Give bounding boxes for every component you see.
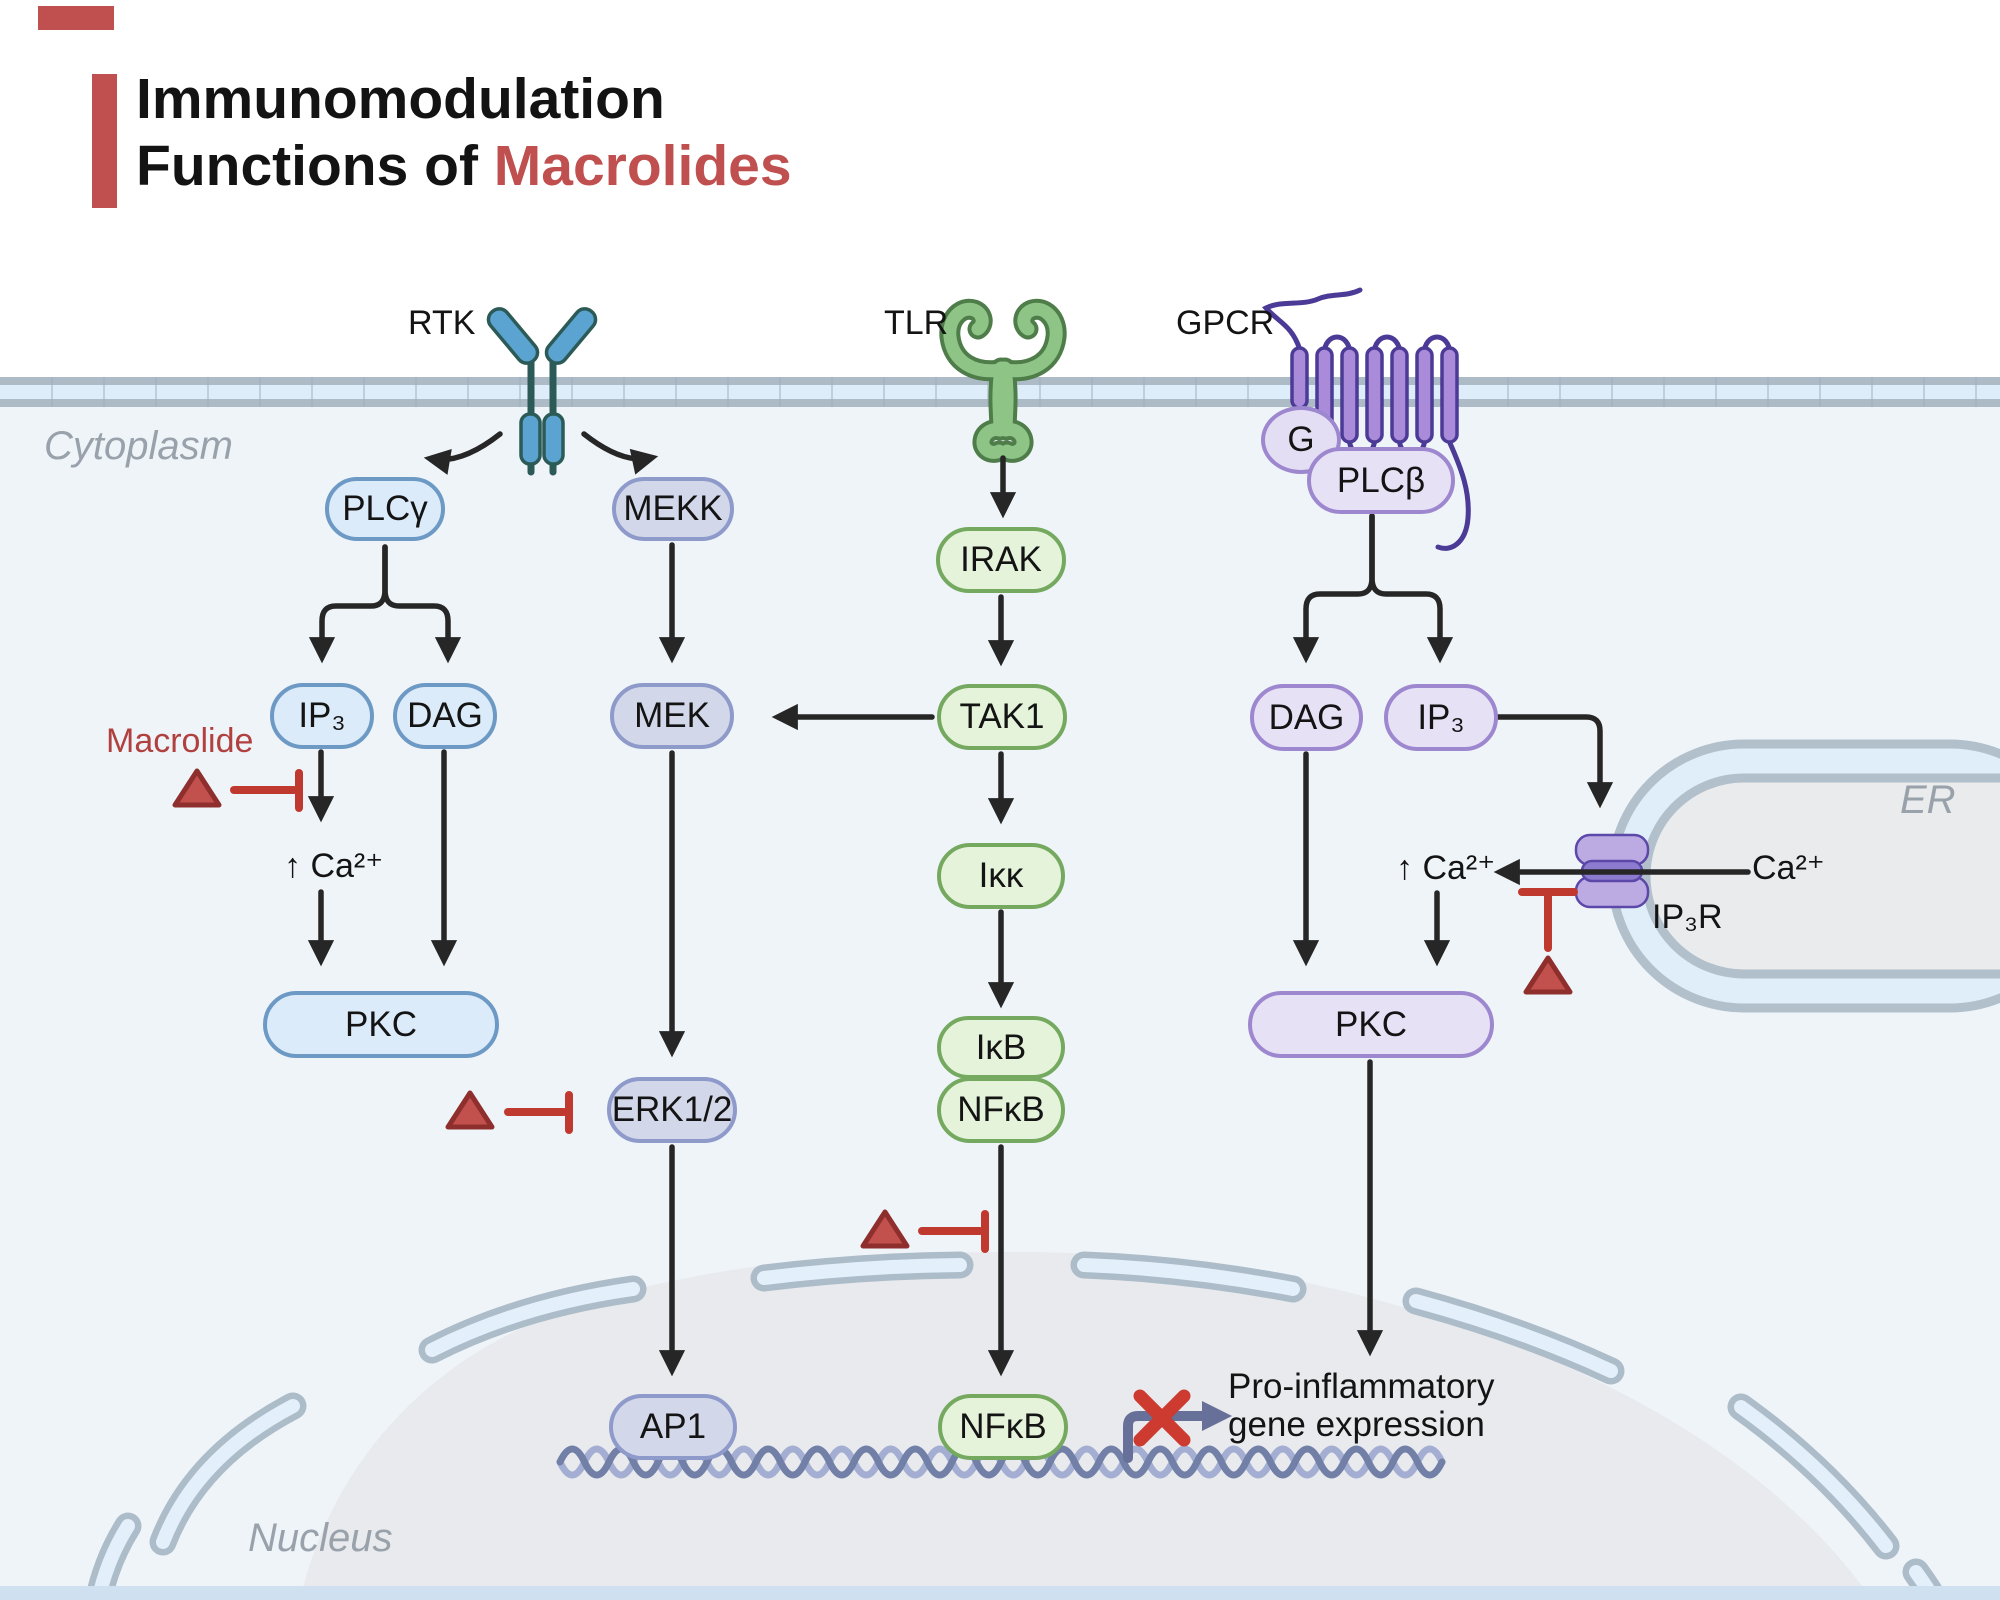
cytoplasm-label: Cytoplasm — [44, 424, 233, 468]
node-nfkb: NFκB — [937, 1077, 1065, 1143]
nucleus-label: Nucleus — [248, 1516, 393, 1560]
ca-increase-left: ↑ Ca²⁺ — [284, 847, 384, 885]
macrolide-label: Macrolide — [106, 722, 254, 760]
rtk-label: RTK — [408, 304, 476, 342]
title-highlight: Macrolides — [493, 134, 792, 198]
node-ip3-left: IP₃ — [270, 683, 374, 749]
blocked-x-icon — [1133, 1389, 1191, 1447]
title-line1: Immunomodulation — [136, 67, 665, 131]
node-dag-left: DAG — [393, 683, 497, 749]
er-organelle — [1607, 739, 2000, 1013]
gene-expression-label: Pro-inflammatory gene expression — [1228, 1368, 1494, 1444]
node-mek: MEK — [610, 683, 734, 749]
node-plcy: PLCγ — [325, 477, 445, 541]
tlr-receptor-icon — [939, 298, 1067, 463]
ip3r-label: IP₃R — [1652, 898, 1723, 936]
gene-line2: gene expression — [1228, 1405, 1485, 1444]
node-mekk: MEKK — [612, 477, 734, 541]
top-left-accent-mark — [38, 6, 114, 30]
node-ikk: Iκκ — [937, 843, 1065, 909]
promoter-arrow-icon — [1123, 1401, 1232, 1463]
macrolide-triangle-icon — [1523, 955, 1573, 995]
bottom-membrane-bar — [0, 1586, 2000, 1600]
node-dag-right: DAG — [1250, 684, 1363, 751]
er-label: ER — [1900, 778, 1956, 822]
title-line2: Functions of — [136, 134, 494, 198]
nucleus-region — [300, 1252, 1872, 1600]
ca-increase-right: ↑ Ca²⁺ — [1396, 849, 1496, 887]
macrolide-triangle-icon — [445, 1090, 495, 1130]
rtk-receptor-icon — [486, 307, 598, 476]
node-ikb: IκB — [937, 1016, 1065, 1079]
macrolide-triangle-icon — [860, 1209, 910, 1249]
title-accent-bar — [92, 74, 117, 208]
ca-er-label: Ca²⁺ — [1752, 849, 1825, 887]
node-ap1: AP1 — [609, 1394, 737, 1460]
nuclear-envelope — [84, 1251, 1951, 1600]
node-tak1: TAK1 — [937, 684, 1067, 750]
node-pkc-right: PKC — [1248, 991, 1494, 1058]
node-g-protein: G — [1261, 406, 1341, 474]
gene-line1: Pro-inflammatory — [1228, 1367, 1495, 1406]
ip3r-channel-icon — [1574, 833, 1650, 909]
node-plcb: PLCβ — [1307, 447, 1455, 514]
node-ip3-right: IP₃ — [1384, 684, 1498, 751]
node-nfkb-nucleus: NFκB — [938, 1394, 1068, 1460]
node-erk: ERK1/2 — [607, 1077, 737, 1143]
page-title: Immunomodulation Functions of Macrolides — [136, 66, 792, 200]
tlr-label: TLR — [884, 304, 949, 342]
macrolide-triangle-icon — [172, 768, 222, 808]
dna-helix — [556, 1445, 1446, 1479]
node-pkc-left: PKC — [263, 991, 499, 1058]
gpcr-label: GPCR — [1176, 304, 1275, 342]
macrolide-inhibitors — [172, 768, 1578, 1253]
signal-arrows — [307, 431, 1751, 1377]
node-irak: IRAK — [936, 527, 1066, 593]
